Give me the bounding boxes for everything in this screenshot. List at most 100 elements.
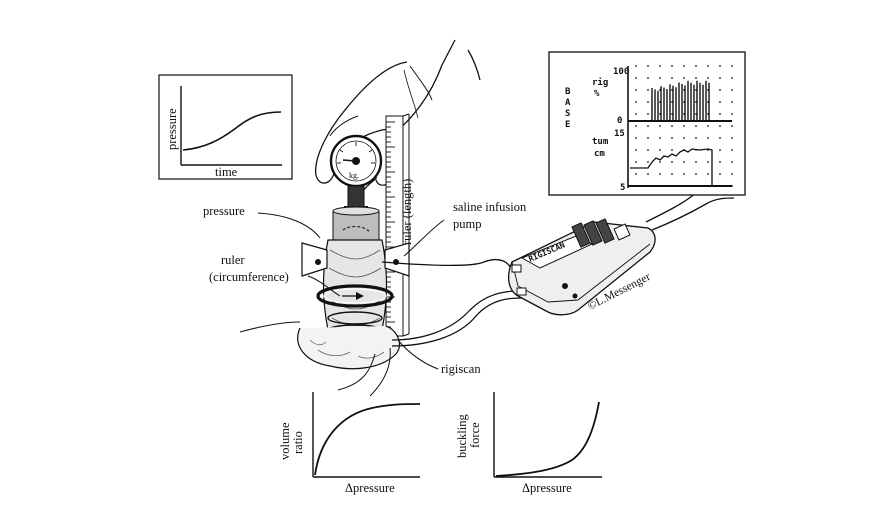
- monitor-grid-dot: [671, 137, 673, 139]
- monitor-grid-dot: [695, 65, 697, 67]
- monitor-grid-dot: [707, 65, 709, 67]
- volume-ratio-xlabel: Δpressure: [345, 481, 395, 495]
- buckling-force-curve: [495, 401, 600, 477]
- circumference-ruler-band: [316, 284, 394, 308]
- monitor-rig-max: 100: [613, 67, 629, 77]
- gauge-unit: kg.: [349, 171, 359, 180]
- monitor-grid-dot: [659, 125, 661, 127]
- monitor-grid-dot: [707, 77, 709, 79]
- monitor-tum-max: 15: [614, 129, 625, 139]
- gauge-cylinder: [332, 210, 380, 244]
- monitor-grid-dot: [695, 161, 697, 163]
- callout-lines: [257, 212, 445, 370]
- monitor-grid-dot: [635, 89, 637, 91]
- tum-trace: [630, 148, 713, 186]
- monitor-grid-dot: [683, 125, 685, 127]
- monitor-grid-dot: [671, 173, 673, 175]
- monitor-grid-dot: [647, 161, 649, 163]
- monitor-grid-dot: [671, 65, 673, 67]
- monitor-grid-dot: [719, 77, 721, 79]
- monitor-grid-dot: [731, 65, 733, 67]
- monitor-grid-dot: [695, 173, 697, 175]
- volume-ratio-ylabel-1: volume: [278, 422, 292, 460]
- monitor-grid-dot: [659, 161, 661, 163]
- pressure-time-xlabel: time: [215, 165, 238, 179]
- monitor-grid-dot: [659, 77, 661, 79]
- monitor-grid-dot: [671, 77, 673, 79]
- monitor-grid-dot: [659, 173, 661, 175]
- monitor-grid-dot: [695, 137, 697, 139]
- monitor-rig-label: rig: [592, 77, 608, 88]
- monitor-grid-dot: [647, 113, 649, 115]
- monitor-grid-dot: [719, 101, 721, 103]
- monitor-grid-dot: [635, 173, 637, 175]
- monitor-grid-dot: [731, 77, 733, 79]
- volume-ratio-ylabel-2: ratio: [291, 431, 305, 454]
- monitor-grid-dot: [635, 65, 637, 67]
- monitor-grid-dot: [647, 65, 649, 67]
- monitor-grid-dot: [671, 149, 673, 151]
- monitor-grid-dot: [719, 161, 721, 163]
- pressure-gauge: kg.: [329, 134, 383, 244]
- monitor-rig-min: 0: [617, 116, 622, 126]
- monitor-grid-dot: [731, 149, 733, 151]
- monitor-grid-dot: [707, 137, 709, 139]
- monitor-grid-dot: [719, 89, 721, 91]
- monitor-grid-dot: [635, 77, 637, 79]
- monitor-rig-unit: %: [594, 89, 600, 99]
- monitor-grid-dot: [707, 161, 709, 163]
- monitor-grid-dot: [635, 101, 637, 103]
- buckling-force-chart: buckling force Δpressure: [455, 392, 602, 495]
- monitor-grid-dot: [695, 77, 697, 79]
- monitor-grid-dot: [719, 113, 721, 115]
- monitor-grid-dot: [647, 137, 649, 139]
- monitor-grid-dot: [719, 173, 721, 175]
- monitor-grid-dot: [731, 101, 733, 103]
- callout-saline-pump-2: pump: [453, 217, 481, 231]
- ruler-length-label: ruler (length): [400, 179, 414, 245]
- callout-saline-pump: saline infusion: [453, 200, 527, 214]
- monitor-grid-dot: [731, 89, 733, 91]
- gauge-needle: [342, 159, 357, 162]
- monitor-grid-dot: [635, 113, 637, 115]
- monitor-grid-dot: [647, 89, 649, 91]
- monitor-grid-dot: [683, 77, 685, 79]
- monitor-grid-dot: [635, 137, 637, 139]
- monitor-grid-dot: [683, 173, 685, 175]
- monitor-grid-dot: [647, 125, 649, 127]
- pressure-time-inset: pressure time: [158, 74, 293, 180]
- monitor-grid-dot: [659, 137, 661, 139]
- callout-rigiscan: rigiscan: [441, 362, 481, 376]
- monitor-grid-dot: [695, 125, 697, 127]
- monitor-grid-dot: [671, 125, 673, 127]
- monitor-tum-min: 5: [620, 183, 625, 193]
- monitor-grid-dot: [731, 137, 733, 139]
- monitor-tum-label: tum: [592, 137, 609, 147]
- callout-pressure: pressure: [203, 204, 245, 218]
- monitor-grid-dot: [719, 137, 721, 139]
- monitor-grid-dot: [707, 125, 709, 127]
- monitor-grid-dot: [635, 125, 637, 127]
- buckling-force-ylabel-2: force: [468, 422, 482, 448]
- monitor-grid-dot: [683, 65, 685, 67]
- monitor-grid-dot: [731, 173, 733, 175]
- monitor-grid-dot: [683, 161, 685, 163]
- monitor-grid-dot: [647, 77, 649, 79]
- buckling-force-ylabel-1: buckling: [455, 414, 469, 458]
- monitor-grid-dot: [707, 173, 709, 175]
- monitor-grid-dot: [719, 65, 721, 67]
- monitor-grid-dot: [659, 65, 661, 67]
- length-ruler: ruler (length): [385, 113, 414, 338]
- pubic-base: [239, 321, 400, 397]
- monitor-tum-unit: cm: [594, 149, 605, 159]
- monitor-grid-dot: [719, 125, 721, 127]
- monitor-grid-dot: [731, 125, 733, 127]
- monitor-grid-dot: [635, 161, 637, 163]
- monitor-grid-dot: [635, 149, 637, 151]
- volume-ratio-chart: volume ratio Δpressure: [278, 392, 421, 495]
- monitor-frame: [548, 51, 746, 196]
- pressure-time-ylabel: pressure: [165, 108, 179, 150]
